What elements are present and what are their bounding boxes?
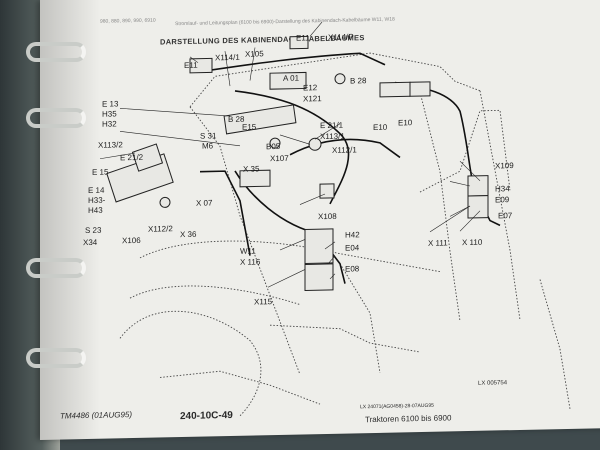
callout-e11-left: E11 — [184, 60, 198, 70]
callout-s31: S 31 — [200, 131, 217, 141]
callout-e13: E 13 — [102, 99, 119, 109]
components — [106, 35, 489, 291]
callout-h42: H42 — [345, 230, 360, 240]
callout-h34: H34 — [495, 184, 510, 194]
leader-lines — [99, 21, 481, 288]
callout-x108: X108 — [318, 211, 337, 222]
callout-x115: X115 — [254, 297, 273, 307]
binder-ring-2 — [26, 108, 86, 128]
s23-switch — [159, 196, 171, 208]
callout-e08: E08 — [345, 264, 360, 274]
callout-x106: X106 — [122, 235, 141, 246]
callout-x113-2: X113/2 — [98, 140, 123, 150]
callout-x110: X 110 — [462, 237, 483, 248]
b28-plug — [409, 81, 431, 97]
page-number: 240-10C-49 — [180, 409, 233, 423]
e08-light — [304, 263, 334, 291]
callout-h32: H32 — [102, 119, 117, 129]
callout-x107: X107 — [270, 153, 289, 164]
e11-lamp-rear — [289, 35, 309, 50]
x112-plug — [308, 137, 322, 151]
callout-x105: X105 — [245, 49, 264, 59]
e04-light — [304, 228, 334, 264]
manual-page: 980, 880, 890, 990, 6910 Stromlauf- und … — [40, 0, 600, 441]
binder-ring-1 — [26, 42, 86, 62]
callout-e21-2: E 21/2 — [120, 152, 144, 163]
callout-m6: M6 — [202, 141, 214, 151]
binder-ring-4 — [26, 348, 86, 368]
callout-e14: E 14 — [88, 185, 105, 195]
x108-connector — [319, 183, 335, 199]
binder-ring-3 — [26, 258, 86, 278]
callout-e10-left: E10 — [373, 122, 388, 133]
e14-lamp — [106, 153, 174, 203]
callout-x34: X34 — [83, 237, 98, 248]
callout-h33: H33- — [88, 195, 106, 205]
callout-e11-top: E11 — [296, 33, 310, 43]
x35-connector — [239, 169, 271, 188]
callout-b05: B05 — [266, 141, 281, 152]
callout-x112-2: X112/2 — [148, 224, 173, 234]
callout-e10-right: E10 — [398, 118, 413, 128]
callout-w11: W11 — [240, 246, 256, 256]
cab-outline — [119, 52, 571, 417]
callout-e15-left: E 15 — [92, 167, 109, 177]
callout-e07: E07 — [498, 211, 513, 221]
callout-x121: X121 — [303, 94, 322, 104]
callout-x36: X 36 — [180, 229, 197, 240]
wiring-harness-diagram — [99, 21, 571, 417]
callout-x114p: X114/P — [328, 32, 354, 42]
callout-b28-mid: B 28 — [228, 114, 245, 125]
callout-x07: X 07 — [196, 198, 213, 208]
callout-b28-top: B 28 — [350, 76, 367, 86]
callout-x116: X 116 — [240, 257, 261, 267]
callout-x109: X109 — [495, 161, 514, 171]
callout-s23: S 23 — [85, 225, 102, 236]
callout-h35: H35 — [102, 109, 117, 119]
b05-sensor — [269, 137, 281, 149]
callout-h43: H43 — [88, 205, 103, 215]
b28-sensor — [379, 81, 411, 98]
callout-x35: X 35 — [243, 164, 260, 174]
e11-lamp — [189, 57, 213, 74]
e07-lamp — [467, 195, 489, 219]
a01-module — [269, 71, 307, 90]
figure-ref: LX 005754 — [478, 380, 508, 387]
callout-e15: E15 — [242, 122, 257, 132]
callout-e04: E04 — [345, 243, 360, 253]
callout-a01: A 01 — [283, 73, 300, 83]
e15-light-bar — [223, 104, 297, 135]
x121-plug — [334, 73, 346, 85]
callout-x113-1: X113/1 — [320, 131, 345, 142]
e15-lamp — [131, 143, 164, 172]
manual-code: TM4486 (01AUG95) — [60, 410, 133, 421]
callout-e09: E09 — [495, 195, 510, 205]
callout-x112-1: X112/1 — [332, 145, 357, 155]
callout-x111: X 111 — [428, 238, 448, 248]
callout-x114-1: X114/1 — [215, 52, 240, 63]
callout-e12: E12 — [303, 83, 318, 93]
callout-e21-1: E 21/1 — [320, 120, 344, 131]
model-range: Traktoren 6100 bis 6900 — [365, 413, 452, 425]
